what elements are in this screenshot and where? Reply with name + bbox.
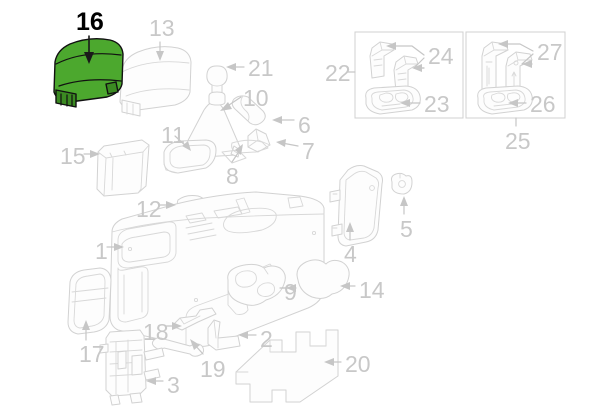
leader-23 [400, 99, 421, 107]
part-9-cup-holder-insert [227, 263, 286, 306]
callout-1[interactable]: 1 [95, 238, 108, 264]
leader-4 [346, 222, 354, 241]
leader-8 [231, 144, 243, 163]
callout-16[interactable]: 16 [76, 8, 104, 36]
callout-6[interactable]: 6 [298, 112, 311, 138]
callout-14[interactable]: 14 [359, 277, 385, 303]
callout-25[interactable]: 25 [505, 128, 531, 154]
part-4-side-panel [329, 165, 383, 247]
callout-23[interactable]: 23 [424, 91, 450, 117]
callout-17[interactable]: 17 [79, 341, 105, 367]
callout-12[interactable]: 12 [136, 196, 162, 222]
callout-19[interactable]: 19 [200, 356, 226, 382]
leader-11 [174, 135, 191, 151]
leader-6 [272, 116, 295, 124]
callout-18[interactable]: 18 [143, 319, 169, 345]
leader-3 [146, 377, 164, 385]
leader-19 [190, 339, 204, 355]
part-26-switch-bezel-right [477, 85, 533, 115]
callout-8[interactable]: 8 [226, 163, 239, 189]
part-13-armrest-lid [119, 46, 192, 117]
callout-9[interactable]: 9 [284, 279, 297, 305]
callout-27[interactable]: 27 [537, 39, 563, 65]
leader-9 [279, 284, 297, 292]
leader-5 [400, 196, 408, 215]
callout-3[interactable]: 3 [167, 372, 180, 398]
callout-5[interactable]: 5 [400, 216, 413, 242]
part-3-wiring-frame [99, 329, 165, 406]
callout-15[interactable]: 15 [60, 143, 86, 169]
callout-10[interactable]: 10 [243, 85, 269, 111]
leader-7 [276, 139, 299, 147]
callout-11[interactable]: 11 [161, 122, 185, 148]
leader-24 [386, 42, 425, 72]
leader-13 [156, 41, 164, 61]
leader-27 [498, 40, 534, 68]
group-box-22 [354, 31, 464, 119]
leader-2 [238, 331, 257, 339]
leader-1 [106, 243, 124, 251]
leader-21 [226, 63, 245, 71]
callout-7[interactable]: 7 [302, 138, 315, 164]
part-17-rear-cover [67, 267, 112, 335]
callout-2[interactable]: 2 [260, 326, 273, 352]
part-2-small-bracket [207, 319, 241, 351]
part-18-rod-bracket [171, 307, 217, 331]
part-16-armrest-lid-assembly [53, 37, 124, 108]
part-1-console-body [109, 191, 325, 348]
part-20-base-plate [235, 329, 339, 403]
leader-10 [220, 96, 242, 111]
callout-24[interactable]: 24 [428, 43, 454, 69]
part-24-switch-buttons-left [369, 41, 419, 93]
callout-26[interactable]: 26 [530, 91, 556, 117]
part-21-shift-knob [206, 65, 228, 96]
leader-16 [84, 35, 94, 64]
part-5-grommet [391, 172, 413, 195]
part-15-storage-box [96, 139, 150, 197]
leader-20 [324, 358, 342, 366]
callout-13[interactable]: 13 [149, 15, 175, 41]
leader-18 [165, 322, 182, 330]
part-14-cup-holder-mat [296, 259, 350, 299]
callout-4[interactable]: 4 [344, 241, 357, 267]
part-6-bushing [231, 95, 266, 126]
leader-12 [159, 201, 176, 209]
callout-21[interactable]: 21 [248, 55, 274, 81]
leader-26 [508, 99, 527, 107]
callout-20[interactable]: 20 [345, 351, 371, 377]
part-19-link-rod [151, 337, 205, 357]
part-11-bezel-ring [163, 139, 217, 174]
leader-15 [83, 150, 100, 158]
leader-14 [340, 282, 356, 290]
callout-22[interactable]: 22 [325, 60, 351, 86]
leader-17 [82, 320, 90, 341]
part-8-upper-trim [221, 139, 269, 164]
part-23-switch-bezel-left [365, 85, 421, 115]
